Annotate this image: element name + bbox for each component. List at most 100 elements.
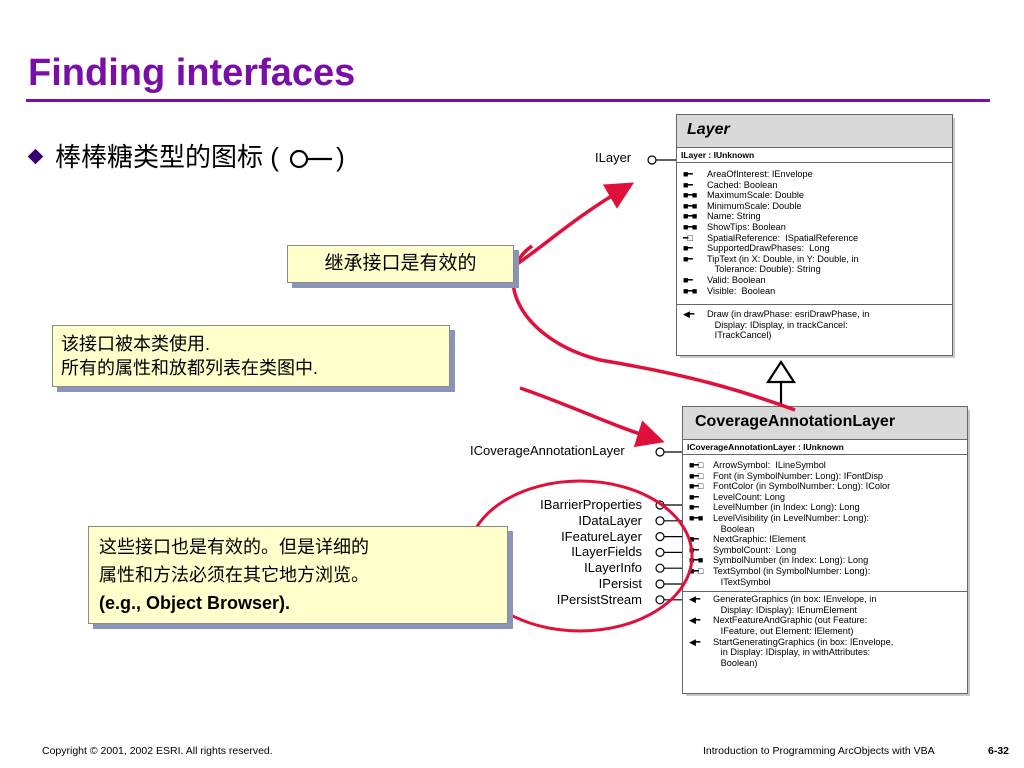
lollipop-circle xyxy=(655,531,665,542)
lollipop-circle xyxy=(655,516,665,526)
member-row: ■━AreaOfInterest: IEnvelope xyxy=(677,169,952,180)
member-text: FontColor (in SymbolNumber: Long): IColo… xyxy=(713,481,891,492)
note-used-line2: 所有的属性和放都列表在类图中. xyxy=(61,358,318,378)
bullet-close-paren: ) xyxy=(336,142,345,172)
note-used-line1: 该接口被本类使用. xyxy=(61,334,211,354)
layer-methods-list: ◀━ Draw (in drawPhase: esriDrawPhase, in … xyxy=(677,304,952,341)
member-type-icon: ■━ xyxy=(683,243,693,254)
footer-course: Introduction to Programming ArcObjects w… xyxy=(703,745,935,757)
inherit-arrow xyxy=(507,182,635,272)
member-text: AreaOfInterest: IEnvelope xyxy=(707,169,813,179)
member-type-icon: ■━■ xyxy=(683,200,697,211)
icoverage-label: ICoverageAnnotationLayer xyxy=(470,443,625,458)
other-interface-label: IPersistStream xyxy=(556,591,642,607)
member-row: ■━■Name: String xyxy=(677,211,952,222)
member-type-icon: ■━ xyxy=(683,179,693,190)
member-type-icon: ◀━ xyxy=(689,594,700,605)
footer-copyright: Copyright © 2001, 2002 ESRI. All rights … xyxy=(42,745,273,757)
note-other-line2: 属性和方法必须在其它地方浏览。 xyxy=(99,565,369,585)
coverage-class-name: CoverageAnnotationLayer xyxy=(683,407,967,440)
used-arrow xyxy=(519,386,665,448)
member-text: SymbolCount: Long xyxy=(713,544,797,555)
title-divider xyxy=(26,99,990,102)
member-type-icon: ■━□ xyxy=(689,470,703,481)
bullet-text: 棒棒糖类型的图标 ( xyxy=(55,142,279,172)
member-row: ■━ TipText (in X: Double, in Y: Double, i… xyxy=(677,254,952,275)
member-type-icon: ■━ xyxy=(689,491,699,502)
member-type-icon: ■━□ xyxy=(689,460,703,470)
member-row: ◀━ NextFeatureAndGraphic (out Feature: IF… xyxy=(683,615,967,636)
member-row: ■━■MaximumScale: Double xyxy=(677,190,952,201)
member-text: Name: String xyxy=(707,211,761,222)
member-text: NextFeatureAndGraphic (out Feature: IFea… xyxy=(713,615,868,636)
member-row: ◀━GenerateGraphics (in box: IEnvelope, i… xyxy=(683,594,967,615)
member-type-icon: ■━ xyxy=(683,253,693,264)
note-used-interface: 该接口被本类使用. 所有的属性和放都列表在类图中. xyxy=(52,325,450,387)
member-text: Draw (in drawPhase: esriDrawPhase, in Di… xyxy=(707,309,870,341)
member-row: ■━■ Visible: Boolean xyxy=(677,286,952,297)
member-type-icon: ◀━ xyxy=(683,309,694,320)
other-lollipops-icon xyxy=(655,500,682,605)
other-interface-label: ILayerFields xyxy=(571,544,642,560)
lollipop-circle xyxy=(655,579,665,589)
member-type-icon: ◀━ xyxy=(689,636,700,647)
member-row: ■━ Cached: Boolean xyxy=(677,180,952,191)
member-type-icon: ■━ xyxy=(689,544,699,555)
member-type-icon: ■━■ xyxy=(683,190,697,201)
member-row: ━□SpatialReference: ISpatialReference xyxy=(677,233,952,244)
member-row: ◀━ StartGeneratingGraphics (in box: IEnve… xyxy=(683,637,967,669)
member-row: ■━ SymbolCount: Long xyxy=(683,545,967,556)
member-row: ◀━ Draw (in drawPhase: esriDrawPhase, in … xyxy=(677,309,952,341)
note-other-line1: 这些接口也是有效的。但是详细的 xyxy=(99,537,369,557)
layer-properties-list: ■━AreaOfInterest: IEnvelope■━Cached: Boo… xyxy=(677,163,952,296)
member-text: SymbolNumber (in Index: Long): Long xyxy=(713,555,869,566)
other-interface-label: IPersist xyxy=(598,575,642,591)
member-type-icon: ■━■ xyxy=(683,285,697,296)
member-type-icon: ◀━ xyxy=(689,615,700,626)
member-type-icon: ■━■ xyxy=(689,512,703,523)
member-type-icon: ━□ xyxy=(683,232,693,243)
member-type-icon: ■━□ xyxy=(689,565,703,576)
member-row: ■━■ShowTips: Boolean xyxy=(677,222,952,233)
member-text: LevelNumber (in Index: Long): Long xyxy=(713,502,860,513)
member-type-icon: ■━□ xyxy=(689,481,703,492)
lollipop-circle xyxy=(655,563,665,573)
member-row: ■━ SupportedDrawPhases: Long xyxy=(677,243,952,254)
member-row: ■━NextGraphic: IElement xyxy=(683,534,967,545)
member-text: Valid: Boolean xyxy=(707,274,766,285)
note-inherited: 继承接口是有效的 xyxy=(287,245,514,283)
member-row: ■━■SymbolNumber (in Index: Long): Long xyxy=(683,555,967,566)
icoverage-lollipop-icon xyxy=(655,447,682,457)
bullet-lollipop: 棒棒糖类型的图标 ( ) xyxy=(27,137,345,174)
member-row: ■━■LevelVisibility (in LevelNumber: Long… xyxy=(683,513,967,534)
member-row: ■━□Font (in SymbolNumber: Long): IFontDi… xyxy=(683,471,967,482)
member-type-icon: ■━ xyxy=(683,274,693,285)
member-row: ■━ LevelNumber (in Index: Long): Long xyxy=(683,502,967,513)
coverage-properties-list: ■━□ ArrowSymbol: ILineSymbol■━□Font (in S… xyxy=(683,455,967,587)
note-other-interfaces: 这些接口也是有效的。但是详细的 属性和方法必须在其它地方浏览。 (e.g., O… xyxy=(88,526,508,624)
member-type-icon: ■━ xyxy=(689,502,699,513)
member-row: ■━□TextSymbol (in SymbolNumber: Long): I… xyxy=(683,566,967,587)
member-row: ■━□ ArrowSymbol: ILineSymbol xyxy=(683,460,967,471)
member-text: NextGraphic: IElement xyxy=(713,534,806,545)
member-text: MinimumScale: Double xyxy=(707,200,802,211)
member-text: SupportedDrawPhases: Long xyxy=(707,243,830,254)
other-interface-label: IFeatureLayer xyxy=(561,528,642,544)
member-text: LevelCount: Long xyxy=(713,491,786,502)
member-row: ■━ LevelCount: Long xyxy=(683,492,967,503)
note-other-line3: (e.g., Object Browser). xyxy=(99,593,291,613)
inherit-curve xyxy=(511,244,796,412)
member-text: Cached: Boolean xyxy=(707,179,778,190)
inheritance-triangle-icon xyxy=(765,359,797,406)
ilayer-lollipop-icon xyxy=(647,155,676,165)
member-text: Visible: Boolean xyxy=(707,285,776,296)
lollipop-icon xyxy=(290,150,333,169)
member-text: ArrowSymbol: ILineSymbol xyxy=(713,460,826,470)
member-row: ■━□ FontColor (in SymbolNumber: Long): IC… xyxy=(683,481,967,492)
member-text: TipText (in X: Double, in Y: Double, in … xyxy=(707,253,859,275)
layer-class-box: Layer ILayer : IUnknown ■━AreaOfInterest… xyxy=(676,114,953,356)
member-text: StartGeneratingGraphics (in box: IEnvelo… xyxy=(713,636,894,668)
other-interface-label: ILayerInfo xyxy=(584,560,642,576)
coverage-methods-list: ◀━GenerateGraphics (in box: IEnvelope, i… xyxy=(683,591,967,668)
